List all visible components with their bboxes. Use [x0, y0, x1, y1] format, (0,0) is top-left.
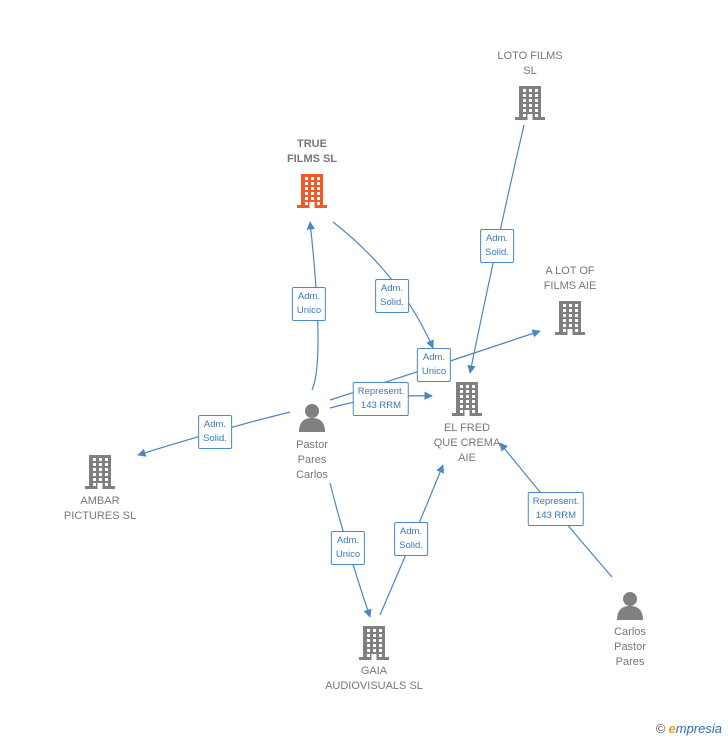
edge-label-line: Represent. [532, 496, 580, 507]
edge-label-line: Adm. [297, 291, 321, 302]
node-label-line: FILMS AIE [543, 280, 597, 292]
node-label-line: Pares [615, 656, 645, 668]
node-label-loto-films[interactable]: LOTO FILMS SL [497, 49, 562, 79]
brand-logo-e: e [668, 721, 676, 736]
edge-label-line: 143 RRM [360, 400, 402, 411]
edge-label-e7[interactable]: Adm. Unico [330, 531, 366, 565]
building-icon[interactable] [452, 380, 482, 421]
node-label-line: FILMS SL [286, 153, 338, 165]
node-label-line: EL FRED [443, 422, 491, 434]
edge-label-line: Solid. [203, 433, 227, 444]
node-label-line: A LOT OF [545, 265, 595, 277]
node-label-line: AMBAR [80, 495, 120, 507]
node-label-el-fred[interactable]: EL FRED QUE CREMA AIE [434, 421, 501, 466]
building-icon[interactable] [297, 172, 327, 213]
building-icon[interactable] [359, 624, 389, 665]
edge-label-line: Solid. [485, 247, 509, 258]
edge-label-line: Adm. [380, 283, 404, 294]
node-label-a-lot-of-films[interactable]: A LOT OF FILMS AIE [544, 264, 597, 294]
copyright-symbol: © [655, 721, 666, 736]
edge-label-line: Adm. [422, 352, 446, 363]
node-label-line: LOTO FILMS [497, 50, 563, 62]
edge-pastor-pares-carlos-to-true-films [306, 221, 319, 391]
edge-label-line: Adm. [336, 535, 360, 546]
building-icon[interactable] [515, 84, 545, 125]
node-label-line: Pastor [614, 641, 646, 653]
node-label-line: QUE CREMA [433, 437, 501, 449]
node-label-line: AIE [458, 452, 476, 464]
edge-label-e9[interactable]: Represent. 143 RRM [527, 492, 585, 526]
node-label-line: PICTURES SL [63, 510, 137, 522]
edge-label-e6[interactable]: Adm. Solid. [198, 415, 232, 449]
edge-label-e4[interactable]: Adm. Unico [416, 348, 452, 382]
edge-label-e8[interactable]: Adm. Solid. [394, 522, 428, 556]
edge-label-line: Adm. [399, 526, 423, 537]
node-label-line: Pares [297, 454, 327, 466]
node-label-line: GAIA [360, 665, 388, 677]
edge-label-e3[interactable]: Adm. Solid. [480, 229, 514, 263]
node-label-true-films[interactable]: TRUE FILMS SL [287, 137, 337, 167]
building-icon[interactable] [85, 453, 115, 494]
node-label-line: TRUE [297, 138, 327, 150]
node-label-line: Carlos [614, 626, 646, 638]
edge-label-e2[interactable]: Adm. Solid. [375, 279, 409, 313]
edge-label-line: Unico [335, 549, 361, 560]
node-label-line: AUDIOVISUALS SL [325, 680, 423, 692]
edge-label-line: Unico [421, 366, 447, 377]
person-icon[interactable] [297, 402, 327, 437]
node-label-gaia[interactable]: GAIA AUDIOVISUALS SL [325, 664, 423, 694]
node-label-line: Pastor [296, 439, 328, 451]
building-icon[interactable] [555, 299, 585, 340]
edge-label-line: Solid. [399, 540, 423, 551]
edge-label-line: 143 RRM [535, 510, 577, 521]
node-label-line: SL [523, 65, 537, 77]
node-label-ambar[interactable]: AMBAR PICTURES SL [64, 494, 136, 524]
person-icon[interactable] [615, 590, 645, 625]
edge-label-e1[interactable]: Adm. Unico [291, 287, 327, 321]
edge-label-line: Represent. [357, 386, 405, 397]
footer-brand[interactable]: ©empresia [656, 721, 722, 736]
brand-name: mpresia [675, 721, 722, 736]
edge-label-line: Adm. [203, 419, 227, 430]
edge-label-line: Solid. [380, 297, 404, 308]
edge-label-line: Adm. [485, 233, 509, 244]
edge-label-line: Unico [296, 305, 322, 316]
node-label-line: Carlos [296, 469, 328, 481]
edge-label-e5[interactable]: Represent. 143 RRM [352, 382, 410, 416]
